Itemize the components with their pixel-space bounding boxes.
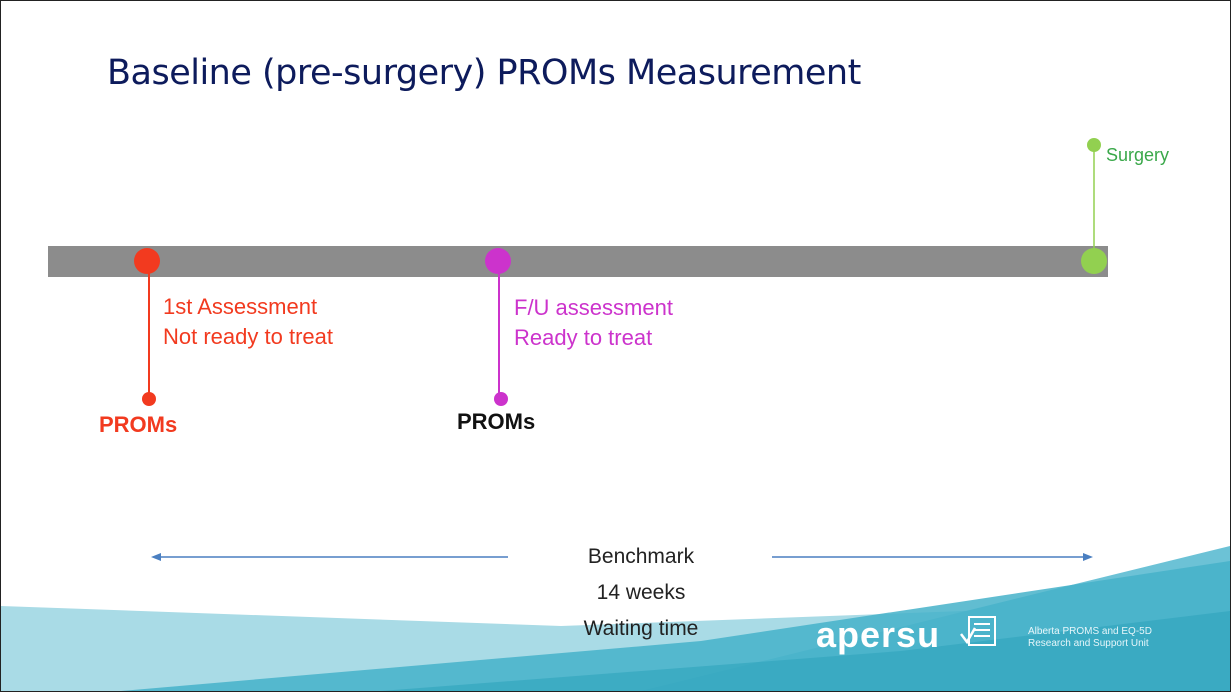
benchmark-line-2: 14 weeks (596, 581, 686, 604)
arrowhead-left (151, 553, 161, 561)
benchmark-text: Benchmark 14 weeks Waiting time (561, 539, 721, 647)
first-marker (134, 248, 160, 274)
followup-proms-label: PROMs (457, 409, 536, 434)
apersu-logo-subtitle: Alberta PROMS and EQ-5D Research and Sup… (1028, 626, 1198, 650)
first-assessment-line-1: 1st Assessment (163, 294, 318, 319)
surgery-top-dot (1087, 138, 1101, 152)
first-assessment-label: 1st Assessment Not ready to treat (163, 292, 333, 352)
followup-assessment-label: F/U assessment Ready to treat (514, 293, 673, 353)
timeline-bar (48, 246, 1108, 277)
followup-marker (485, 248, 511, 274)
benchmark-line-3: Waiting time (583, 617, 699, 640)
first-assessment-line-2: Not ready to treat (163, 324, 333, 349)
logo-subtitle-line-2: Research and Support Unit (1028, 638, 1149, 649)
surgery-label: Surgery (1106, 145, 1170, 165)
page-title: Baseline (pre-surgery) PROMs Measurement (107, 53, 861, 93)
followup-proms-dot (494, 392, 508, 406)
arrowhead-right (1083, 553, 1093, 561)
first-proms-label: PROMs (99, 412, 178, 437)
first-proms-dot (142, 392, 156, 406)
followup-assessment-line-2: Ready to treat (514, 325, 653, 350)
apersu-logo-wordmark: apersu (816, 614, 941, 655)
wave-deep (381, 611, 1230, 691)
surgery-marker (1081, 248, 1107, 274)
checklist-icon (960, 616, 996, 646)
logo-subtitle-line-1: Alberta PROMS and EQ-5D (1028, 626, 1152, 637)
followup-assessment-line-1: F/U assessment (514, 295, 673, 320)
benchmark-line-1: Benchmark (587, 545, 695, 568)
